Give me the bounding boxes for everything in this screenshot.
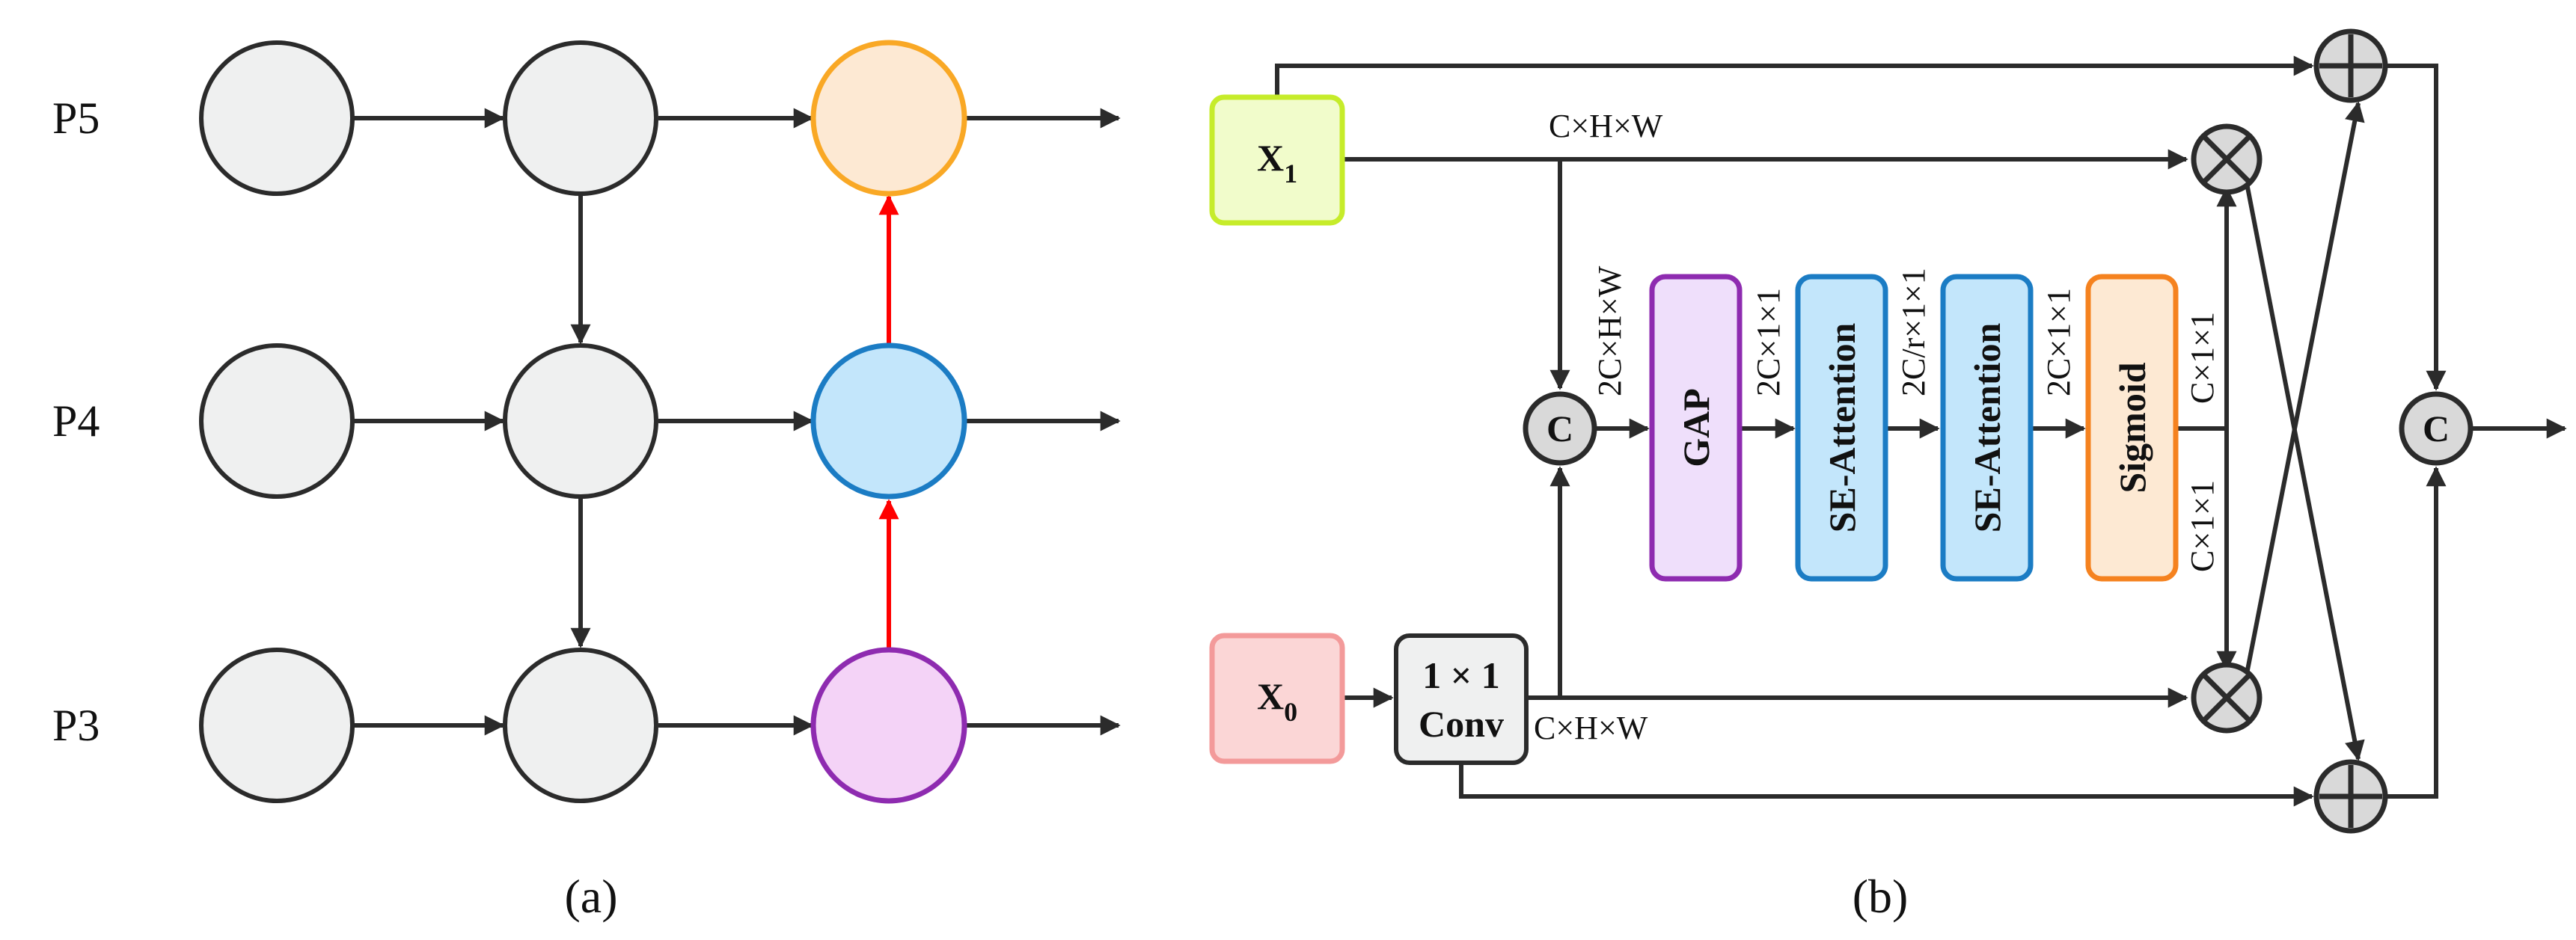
level-label-p3: P3 <box>52 701 100 750</box>
dim-sig-up: C×1×1 <box>2184 312 2221 404</box>
x1-block <box>1209 94 1345 226</box>
node-p5-out <box>810 40 967 197</box>
gap-block <box>1649 274 1743 582</box>
caption-a: (a) <box>564 870 617 923</box>
edge-conv-skip-bottom <box>1459 763 2314 807</box>
panel-a: P5 P4 P3 (a) <box>52 40 1121 923</box>
node-p4-col1 <box>199 343 355 499</box>
level-label-p5: P5 <box>52 93 100 143</box>
concat-left-symbol: C <box>1546 408 1573 449</box>
se-attention-label-1: SE-Attention <box>1821 323 1863 533</box>
sigmoid-label: Sigmoid <box>2111 362 2153 493</box>
plus-bottom <box>2313 759 2388 834</box>
dim-bottom: C×H×W <box>1534 710 1648 746</box>
node-p5-col2 <box>503 40 658 196</box>
x1-label: X1 <box>1257 137 1297 188</box>
concat-right-symbol: C <box>2423 408 2450 449</box>
conv-label-line1: 1 × 1 <box>1422 654 1500 696</box>
gap-label: GAP <box>1675 388 1717 467</box>
sigmoid-block <box>2085 274 2179 582</box>
x0-label: X0 <box>1257 675 1297 727</box>
node-p3-out <box>810 647 967 804</box>
level-label-p4: P4 <box>52 396 100 446</box>
x0-block <box>1209 633 1345 764</box>
node-p5-col1 <box>199 40 355 196</box>
edge-plus-bottom-to-concat <box>2385 466 2447 799</box>
plus-top <box>2313 28 2388 103</box>
dim-top: C×H×W <box>1549 108 1663 144</box>
multiply-bottom <box>2191 662 2263 734</box>
conv-block <box>1394 633 1529 765</box>
edge-x1-skip-top <box>1275 55 2314 97</box>
node-p3-col2 <box>503 648 658 803</box>
dim-post-se2: 2C×1×1 <box>2040 288 2077 396</box>
node-p4-out <box>810 342 967 500</box>
node-p3-col1 <box>199 648 355 803</box>
multiply-top <box>2191 123 2263 195</box>
edge-cross-mul-top-to-plus-bottom <box>2244 179 2365 761</box>
concat-left <box>1523 391 1597 466</box>
concat-right <box>2399 391 2473 466</box>
dim-post-se1: 2C/r×1×1 <box>1895 268 1932 396</box>
edge-cross-mul-bottom-to-plus-top <box>2244 101 2365 678</box>
se-attention-block-2 <box>1940 274 2034 582</box>
conv-label-line2: Conv <box>1419 703 1504 745</box>
node-p4-col2 <box>503 343 658 499</box>
dim-post-gap: 2C×1×1 <box>1750 288 1787 396</box>
dim-sig-down: C×1×1 <box>2184 480 2221 572</box>
edge-plus-top-to-concat <box>2385 64 2447 391</box>
dim-pre-gap: 2C×H×W <box>1591 265 1628 396</box>
se-attention-label-2: SE-Attention <box>1966 323 2008 533</box>
se-attention-block-1 <box>1795 274 1888 582</box>
panel-b: C×H×W C×H×W X1 <box>1209 28 2567 923</box>
caption-b: (b) <box>1853 870 1909 923</box>
